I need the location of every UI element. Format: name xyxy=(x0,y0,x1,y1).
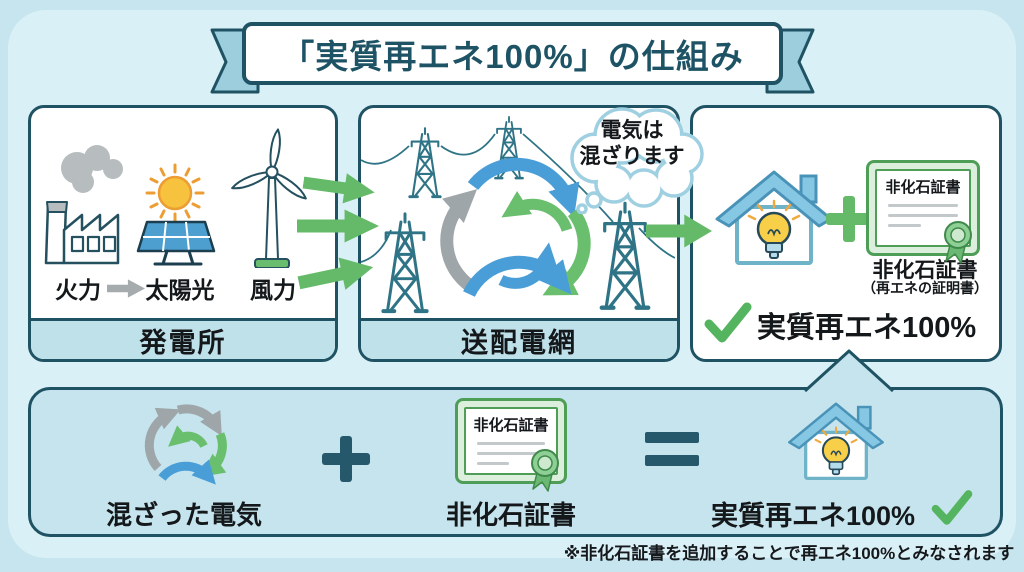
speech-bubble-text: 電気は 混ざります xyxy=(579,119,685,168)
light-bulb-icon xyxy=(814,426,858,476)
connector-triangle-icon xyxy=(803,349,895,393)
certificate-title: 非化石証書 xyxy=(885,179,961,196)
consumer-box: 非化石証書 非化石証書 （再エネの証明書） 実質再エネ100% xyxy=(690,105,1002,362)
solar-label: 太陽光 xyxy=(145,277,215,303)
mixed-electricity-label: 混ざった電気 xyxy=(105,500,262,530)
power-plant-box: 火力 太陽光 風力 発電所 xyxy=(28,105,338,362)
check-icon xyxy=(704,302,752,343)
footnote-text: ※非化石証書を追加することで再エネ100%とみなされます xyxy=(563,544,1015,563)
certificate-icon: 非化石証書 xyxy=(455,398,567,492)
smoke-icon xyxy=(61,145,123,193)
wind-label: 風力 xyxy=(250,277,296,303)
light-bulb-icon xyxy=(747,199,801,259)
factory-icon xyxy=(44,201,120,265)
solar-panel-icon xyxy=(136,220,216,266)
house-icon xyxy=(788,402,884,480)
power-sources-illustration xyxy=(44,128,307,268)
equals-icon xyxy=(645,432,699,466)
certificate-title: 非化石証書 xyxy=(473,417,549,434)
transmission-towers-icon xyxy=(361,115,675,311)
power-plant-box-label: 発電所 xyxy=(31,318,335,359)
wind-turbine-icon xyxy=(231,128,307,268)
check-icon xyxy=(931,490,973,525)
equation-box: 混ざった電気 非化石証書 非化石証書 xyxy=(28,387,1003,537)
sun-icon xyxy=(145,163,205,223)
result-label: 実質再エネ100% xyxy=(711,501,916,531)
certificate-icon: 非化石証書 xyxy=(866,160,980,264)
plus-icon xyxy=(322,436,370,482)
thermal-label: 火力 xyxy=(55,277,101,303)
ribbon-seal-icon xyxy=(944,221,972,264)
certificate-subcaption: （再エネの証明書） xyxy=(862,280,988,296)
speech-bubble-icon xyxy=(570,107,704,214)
title-ribbon: 「実質再エネ100%」の仕組み xyxy=(242,22,783,85)
plus-icon xyxy=(826,196,872,242)
mixed-energy-swirl-icon xyxy=(440,157,591,297)
transmission-grid-illustration xyxy=(361,115,675,322)
house-icon xyxy=(715,170,833,265)
page-title: 「実質再エネ100%」の仕組み xyxy=(281,37,744,75)
certificate-caption: 非化石証書 xyxy=(872,259,978,282)
grid-box-label: 送配電網 xyxy=(361,318,677,359)
mixed-electricity-icon xyxy=(144,404,227,485)
certificate-caption: 非化石証書 xyxy=(445,500,576,530)
ribbon-seal-icon xyxy=(531,449,559,492)
result-text: 実質再エネ100% xyxy=(757,312,977,344)
